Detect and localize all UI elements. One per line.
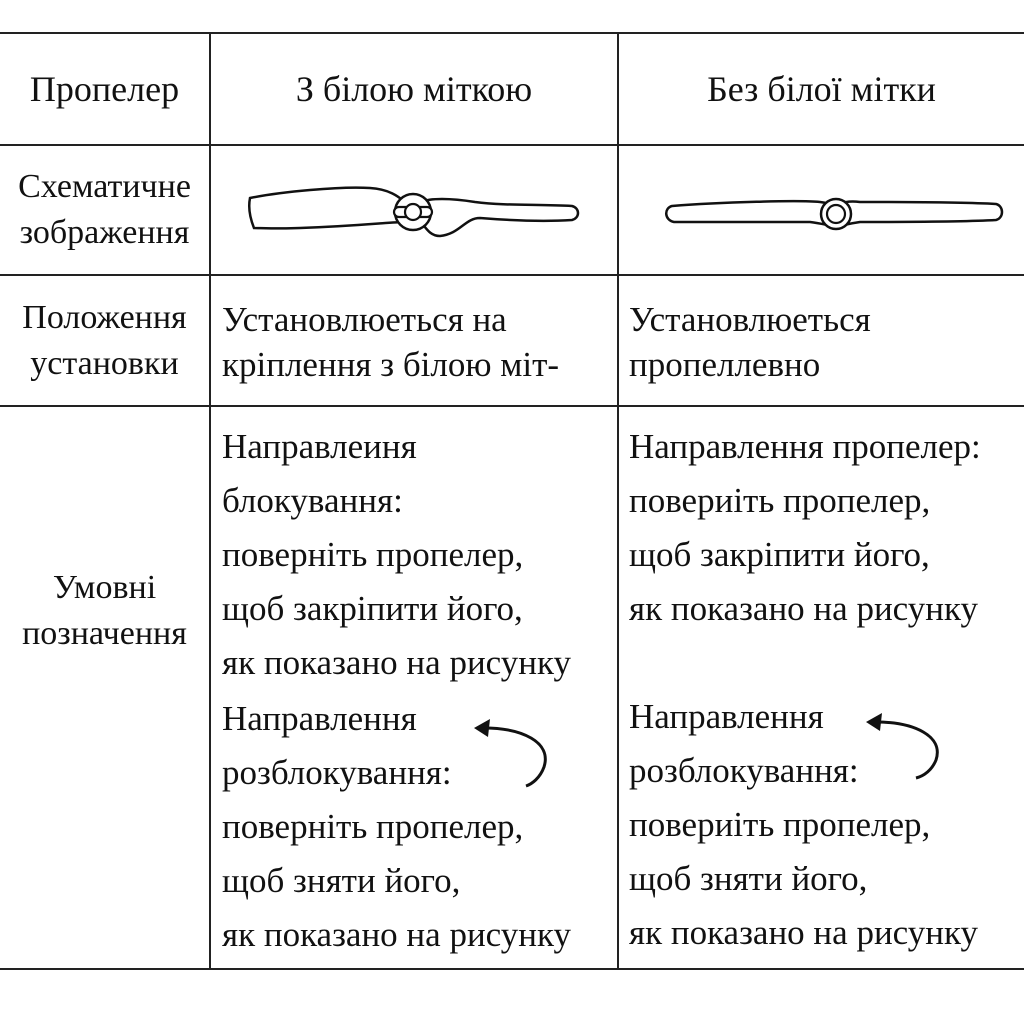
mounting-without-mark: Установлюеться пропеллевно: [629, 297, 1024, 387]
mounting-with-mark: Установлюеться на кріплення з білою міт-: [222, 297, 617, 387]
legend-line: поверніть пропелер,: [222, 535, 524, 574]
legend-line: як показано на рисунку: [629, 913, 978, 952]
header-without-mark: Без білої мітки: [619, 34, 1024, 144]
row-divider: [0, 144, 1024, 146]
legend-label-line: Умовні: [52, 569, 157, 606]
legend-with-mark-lock: Направлеиня блокування: поверніть пропел…: [222, 420, 617, 690]
mounting-label-line: установки: [30, 344, 179, 382]
schematic-label-line: Схематичне: [18, 168, 191, 205]
unlock-arrow-icon: [474, 719, 547, 788]
column-divider: [209, 32, 211, 970]
legend-line: поверніть пропелер,: [222, 807, 524, 846]
propeller-without-mark-icon: [665, 197, 1004, 231]
row-divider: [0, 274, 1024, 276]
table-top-border: [0, 32, 1024, 34]
legend-line: щоб закріпити його,: [222, 589, 523, 628]
legend-line: розблокування:: [222, 753, 452, 792]
legend-line: щоб зняти його,: [629, 859, 868, 898]
legend-without-mark-unlock: Направлення розблокування: повериіть про…: [629, 690, 1024, 960]
legend-line: повериіть пропелер,: [629, 805, 931, 844]
unlock-arrow-icon: [866, 713, 939, 780]
mounting-with-mark-line: кріплення з білою міт-: [222, 345, 560, 384]
mounting-label: Положення установки: [0, 276, 209, 405]
legend-line: Направлення: [222, 699, 417, 738]
mounting-label-line: Положення: [22, 298, 187, 336]
legend-without-mark-lock: Направлення пропелер: повериіть пропелер…: [629, 420, 1024, 636]
legend-line: як показано на рисунку: [222, 915, 571, 954]
legend-line: повериіть пропелер,: [629, 481, 931, 520]
legend-with-mark-unlock: Направлення розблокування: поверніть про…: [222, 692, 617, 962]
legend-line: щоб зняти його,: [222, 861, 461, 900]
header-with-mark: З білою міткою: [211, 34, 617, 144]
legend-line: Направлення: [629, 697, 824, 736]
header-propeller-label: Пропелер: [29, 69, 180, 109]
legend-line: блокування:: [222, 481, 403, 520]
legend-line: розблокування:: [629, 751, 859, 790]
schematic-label: Схематичне зображення: [0, 146, 209, 274]
legend-line: Направлеиня: [222, 427, 417, 466]
table-bottom-border: [0, 968, 1024, 970]
header-propeller: Пропелер: [0, 34, 209, 144]
propeller-with-mark-icon: [247, 186, 580, 238]
mounting-without-mark-line: Установлюеться: [629, 300, 871, 339]
legend-line: Направлення пропелер:: [629, 427, 981, 466]
legend-line: як показано на рисунку: [222, 643, 571, 682]
schematic-label-line: зображення: [19, 214, 190, 251]
legend-label: Умовні позначення: [0, 407, 209, 815]
legend-label-line: позначення: [22, 615, 187, 652]
mounting-with-mark-line: Установлюеться на: [222, 300, 507, 339]
legend-line: як показано на рисунку: [629, 589, 978, 628]
row-divider: [0, 405, 1024, 407]
header-without-mark-label: Без білої мітки: [707, 69, 936, 109]
mounting-without-mark-line: пропеллевно: [629, 345, 821, 384]
column-divider: [617, 32, 619, 970]
legend-line: щоб закріпити його,: [629, 535, 930, 574]
header-with-mark-label: З білою міткою: [295, 69, 533, 109]
